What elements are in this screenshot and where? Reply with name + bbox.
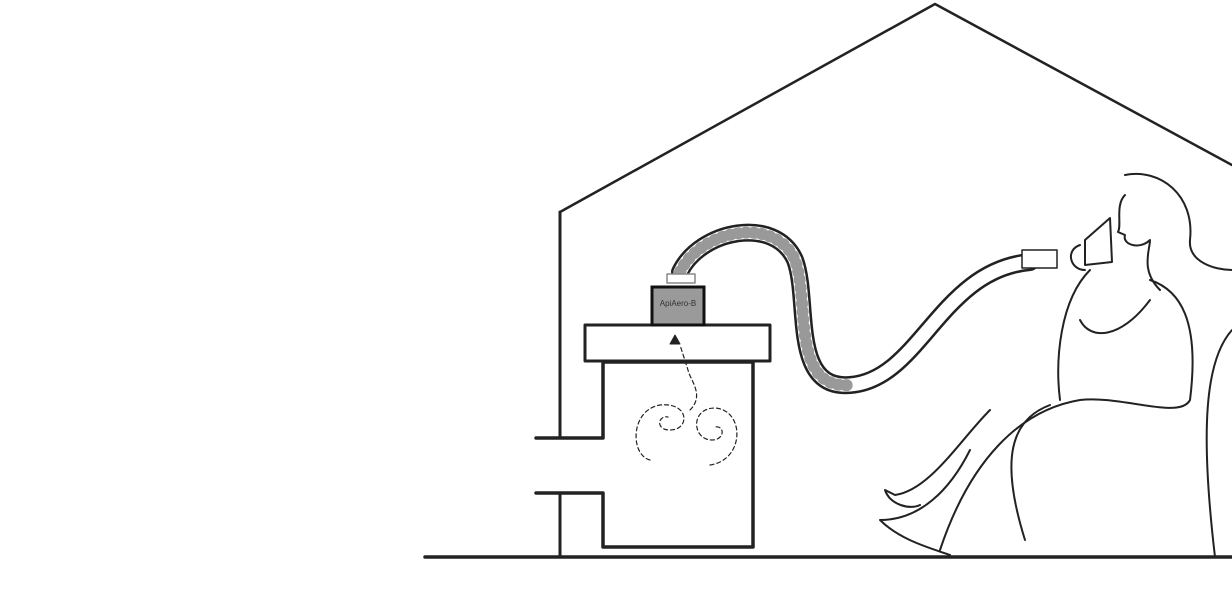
beehive xyxy=(534,360,755,549)
house-roof xyxy=(558,2,1232,214)
airflow-arrow-icon xyxy=(669,334,681,345)
device-label: ApiAero-B xyxy=(660,299,696,308)
apiaero-device xyxy=(650,285,706,327)
hose-connector xyxy=(666,273,696,284)
mask-connector xyxy=(1021,249,1058,269)
seated-person xyxy=(879,172,1232,558)
air-swirls xyxy=(635,344,738,466)
